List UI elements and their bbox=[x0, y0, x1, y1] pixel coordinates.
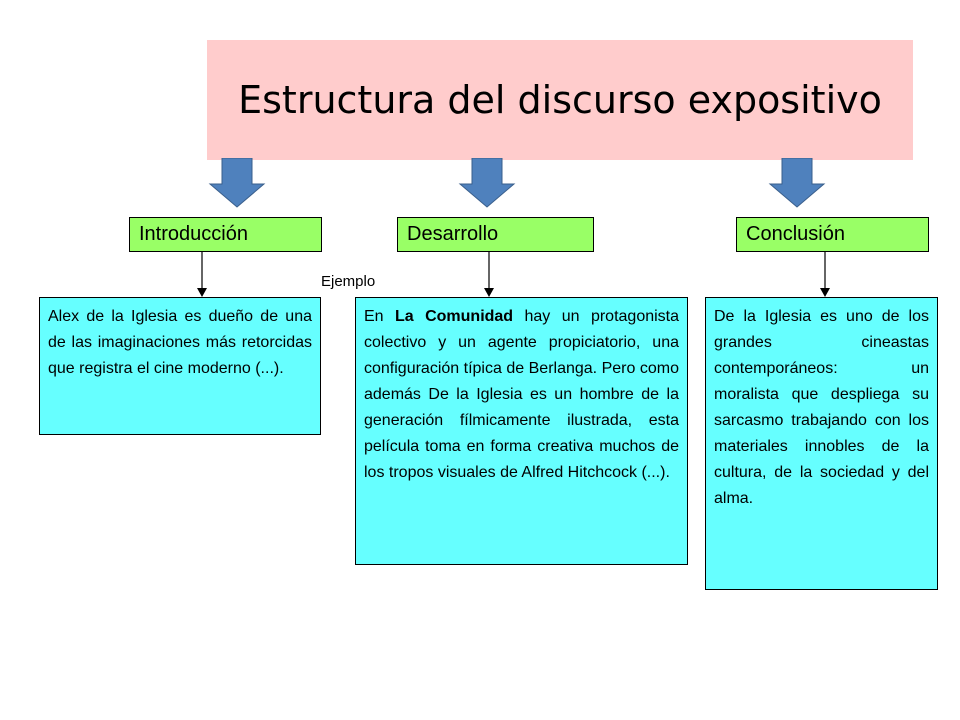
connector-arrow-introduccion bbox=[197, 252, 207, 297]
content-box-conclusion: De la Iglesia es uno de los grandes cine… bbox=[705, 297, 938, 590]
connector-arrow-conclusion bbox=[820, 252, 830, 297]
block-arrow-desarrollo bbox=[458, 158, 516, 208]
introduccion-text: Alex de la Iglesia es dueño de una de la… bbox=[48, 308, 312, 377]
section-label-desarrollo: Desarrollo bbox=[397, 217, 594, 252]
block-arrow-introduccion bbox=[208, 158, 266, 208]
content-box-desarrollo: En La Comunidad hay un protagonista cole… bbox=[355, 297, 688, 565]
film-title-emphasis: La Comunidad bbox=[395, 308, 514, 325]
conclusion-text: De la Iglesia es uno de los grandes cine… bbox=[714, 308, 929, 507]
desarrollo-text-before: En bbox=[364, 308, 395, 325]
section-label-introduccion: Introducción bbox=[129, 217, 322, 252]
diagram-title: Estructura del discurso expositivo bbox=[238, 78, 882, 122]
example-annotation: Ejemplo bbox=[321, 273, 376, 290]
content-box-introduccion: Alex de la Iglesia es dueño de una de la… bbox=[39, 297, 321, 435]
section-label-conclusion: Conclusión bbox=[736, 217, 929, 252]
desarrollo-text-after: hay un protagonista colectivo y un agent… bbox=[364, 308, 680, 481]
connector-arrow-desarrollo bbox=[484, 252, 494, 297]
block-arrow-conclusion bbox=[768, 158, 826, 208]
title-box: Estructura del discurso expositivo bbox=[207, 40, 913, 160]
